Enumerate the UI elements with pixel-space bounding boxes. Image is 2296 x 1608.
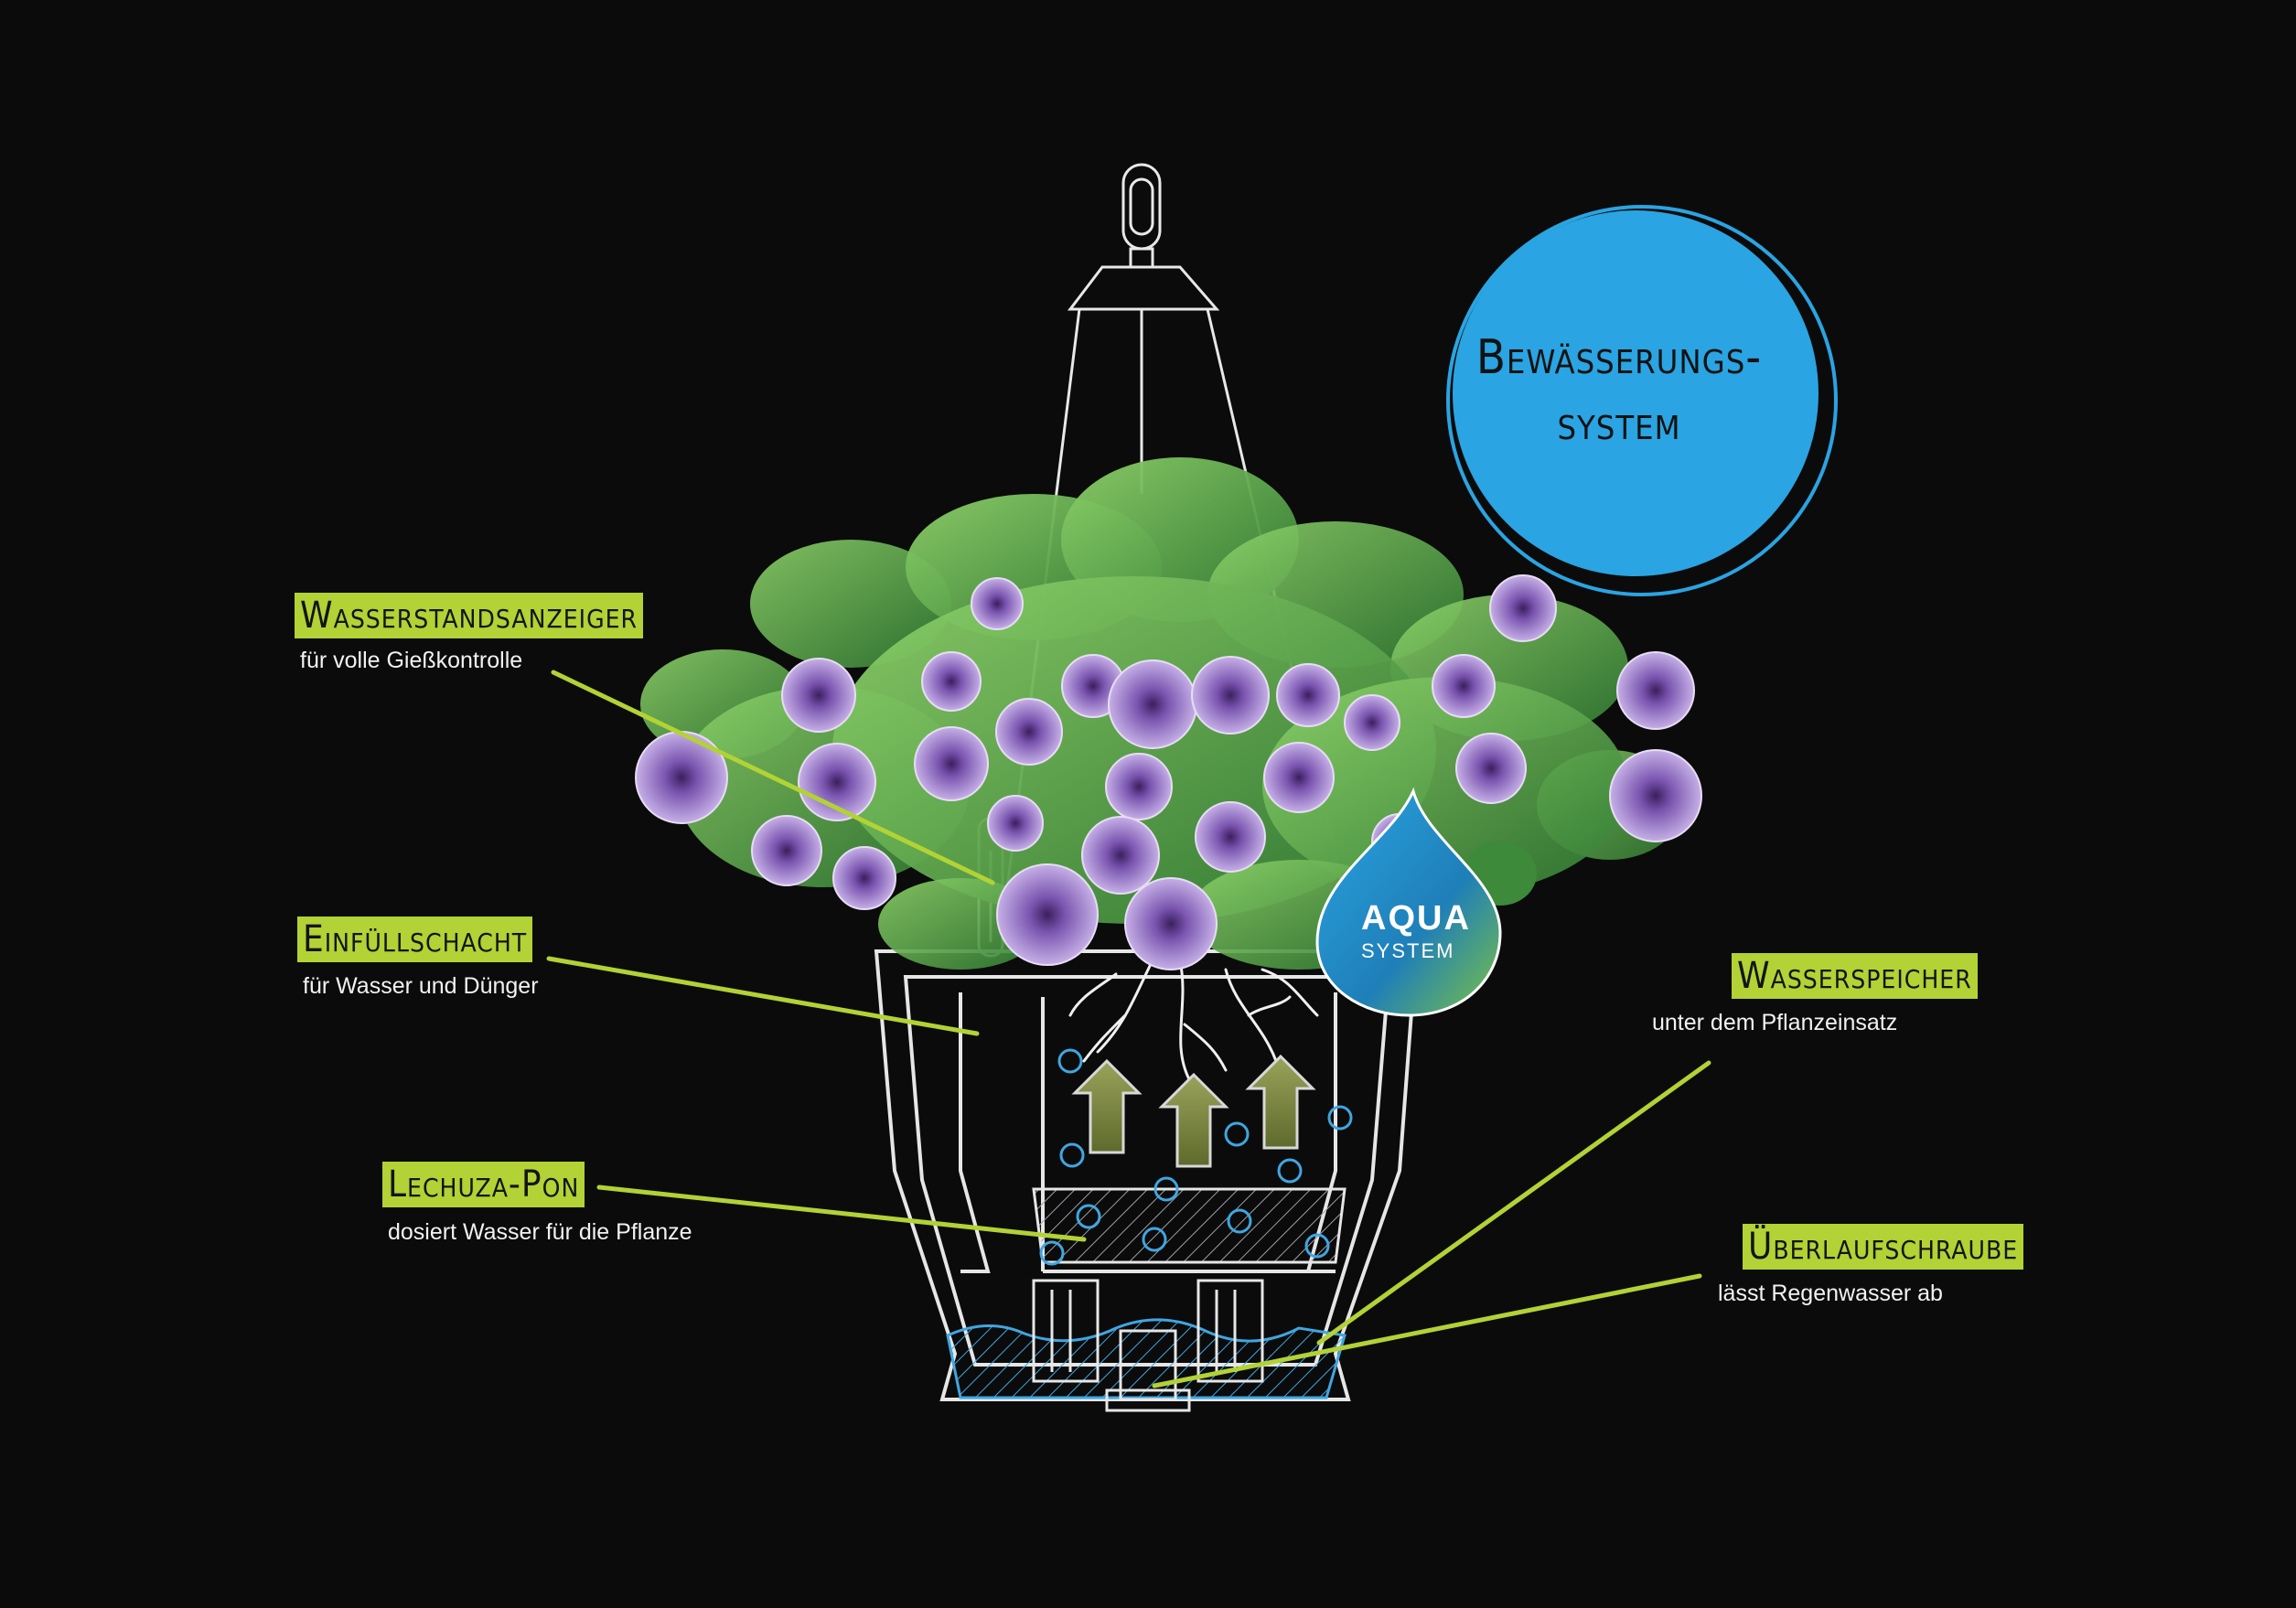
callout-text-water-level: für volle Gießkontrolle — [300, 648, 523, 673]
water-bubbles — [1039, 1048, 1353, 1266]
badge-title: Bewässerungs- system — [1464, 325, 1775, 456]
callout-title-reservoir: Wasserspeicher — [1732, 953, 1978, 999]
logo-word-system: SYSTEM — [1361, 939, 1455, 962]
callout-title-pon: Lechuza-Pon — [382, 1162, 585, 1207]
upflow-arrows — [1071, 1054, 1316, 1168]
leader-lines — [546, 670, 1711, 1388]
wick-columns — [1032, 1279, 1264, 1412]
badge-line-1: Bewässerungs- — [1475, 330, 1763, 385]
aqua-system-logo — [1315, 787, 1502, 1017]
callout-title-overflow-screw: Überlaufschraube — [1743, 1224, 2024, 1270]
badge-line-2: system — [1557, 396, 1681, 451]
callout-text-pon: dosiert Wasser für die Pflanze — [388, 1219, 692, 1245]
water-reservoir — [946, 1318, 1346, 1399]
roots — [1068, 959, 1319, 1081]
callout-title-fill-shaft: Einfüllschacht — [297, 917, 533, 962]
logo-word-aqua: AQUA — [1361, 899, 1471, 938]
pon-layer — [1032, 1187, 1346, 1264]
callout-title-water-level: Wasserstandsanzeiger — [295, 593, 643, 638]
callout-text-fill-shaft: für Wasser und Dünger — [303, 973, 539, 999]
irrigation-badge — [1446, 205, 1838, 596]
callout-text-reservoir: unter dem Pflanzeinsatz — [1652, 1010, 1898, 1035]
callout-text-overflow-screw: lässt Regenwasser ab — [1718, 1281, 1943, 1306]
petunia-flowers — [635, 574, 1702, 970]
